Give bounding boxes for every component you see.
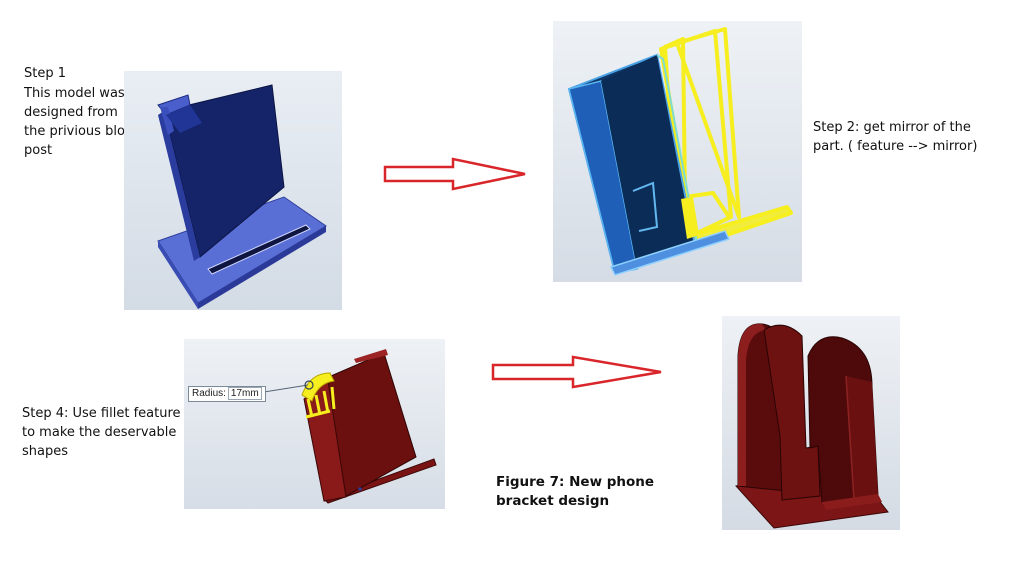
- original-model-render: [124, 71, 342, 310]
- final-design-render: [722, 316, 900, 530]
- step4-description: Step 4: Use fillet feature to make the d…: [22, 406, 181, 459]
- step1-title: Step 1: [24, 66, 67, 81]
- figure-caption: Figure 7: New phone bracket design: [496, 474, 655, 509]
- arrow-right-icon-2: [491, 355, 662, 389]
- fillet-model-render: Radius:17mm: [184, 339, 445, 509]
- fillet-radius-field[interactable]: Radius:17mm: [188, 386, 266, 402]
- arrow-right-icon: [383, 157, 526, 191]
- step1-description: This model was designed from the priviou…: [24, 86, 134, 158]
- mirrored-model-render: [553, 21, 802, 282]
- step2-description: Step 2: get mirror of the part. ( featur…: [813, 120, 978, 154]
- fillet-radius-label: Radius:: [192, 388, 226, 399]
- fillet-radius-value: 17mm: [227, 387, 262, 400]
